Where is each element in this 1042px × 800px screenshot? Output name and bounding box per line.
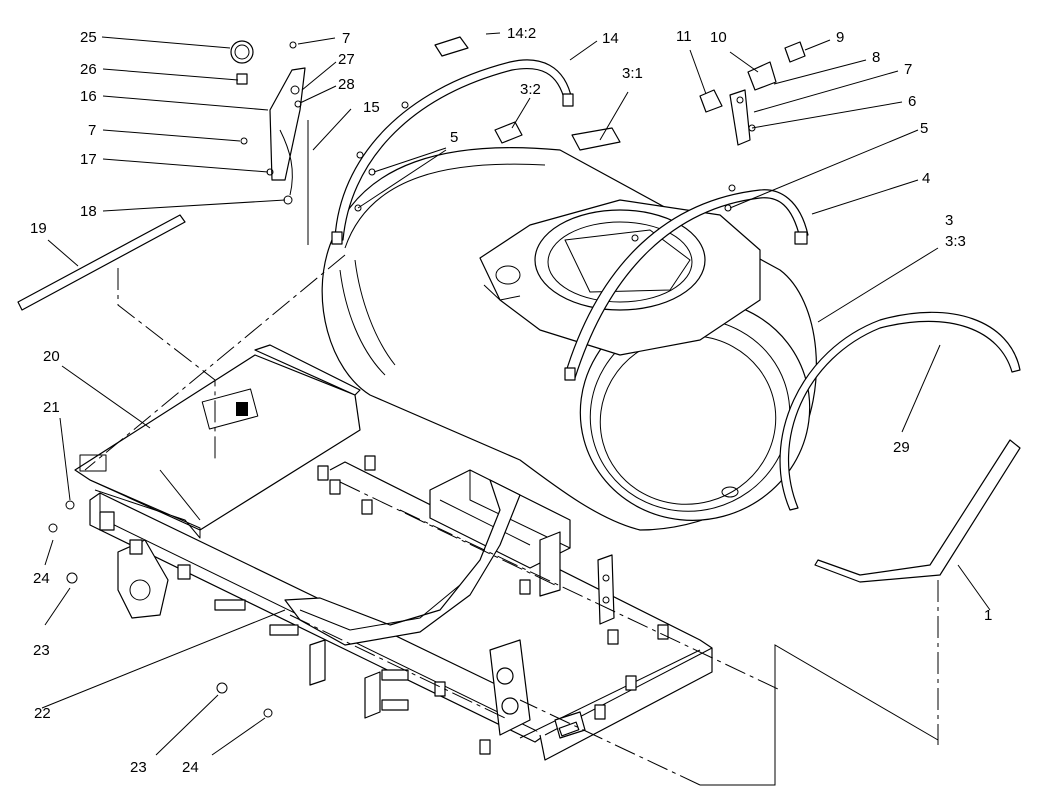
callout-14-2: 14:2 xyxy=(507,25,536,42)
callout-22: 22 xyxy=(34,705,51,722)
callout-3-2: 3:2 xyxy=(520,81,541,98)
callout-27: 27 xyxy=(338,51,355,68)
callout-3-3: 3:3 xyxy=(945,233,966,250)
gauge-assembly xyxy=(230,40,309,245)
callout-28: 28 xyxy=(338,76,355,93)
panel-1 xyxy=(814,439,1021,583)
callout-14: 14 xyxy=(602,30,619,47)
callout-24: 24 xyxy=(182,759,199,776)
callout-17: 17 xyxy=(80,151,97,168)
callout-18: 18 xyxy=(80,203,97,220)
callout-21: 21 xyxy=(43,399,60,416)
callout-5: 5 xyxy=(450,129,458,146)
shield-22 xyxy=(284,479,521,646)
callout-29: 29 xyxy=(893,439,910,456)
strap-14 xyxy=(331,59,574,245)
tray-20 xyxy=(74,344,361,580)
fender-29 xyxy=(779,311,1021,511)
callout-11: 11 xyxy=(676,28,692,45)
strap-4 xyxy=(564,184,809,381)
callout-23: 23 xyxy=(130,759,147,776)
callout-25: 25 xyxy=(80,29,97,46)
callout-15: 15 xyxy=(363,99,380,116)
callout-7: 7 xyxy=(904,61,912,78)
callout-26: 26 xyxy=(80,61,97,78)
callout-8: 8 xyxy=(872,49,880,66)
leader-lines xyxy=(41,32,991,756)
callout-20: 20 xyxy=(43,348,60,365)
callout-1: 1 xyxy=(984,607,992,624)
callout-7: 7 xyxy=(88,122,96,139)
callout-3-1: 3:1 xyxy=(622,65,643,82)
callout-16: 16 xyxy=(80,88,97,105)
callout-10: 10 xyxy=(710,29,727,46)
callout-23: 23 xyxy=(33,642,50,659)
callout-9: 9 xyxy=(836,29,844,46)
callout-7: 7 xyxy=(342,30,350,47)
decals xyxy=(434,36,621,151)
strip-19 xyxy=(17,214,186,311)
fittings-assembly xyxy=(699,41,806,146)
callout-24: 24 xyxy=(33,570,50,587)
explode-lines xyxy=(84,254,939,786)
callout-5: 5 xyxy=(920,120,928,137)
callout-4: 4 xyxy=(922,170,930,187)
callout-19: 19 xyxy=(30,220,47,237)
hardware xyxy=(48,168,732,718)
callout-6: 6 xyxy=(908,93,916,110)
callout-3: 3 xyxy=(945,212,953,229)
callout-labels: 25 7 26 27 16 28 15 7 17 18 19 14:2 14 3… xyxy=(30,25,992,776)
